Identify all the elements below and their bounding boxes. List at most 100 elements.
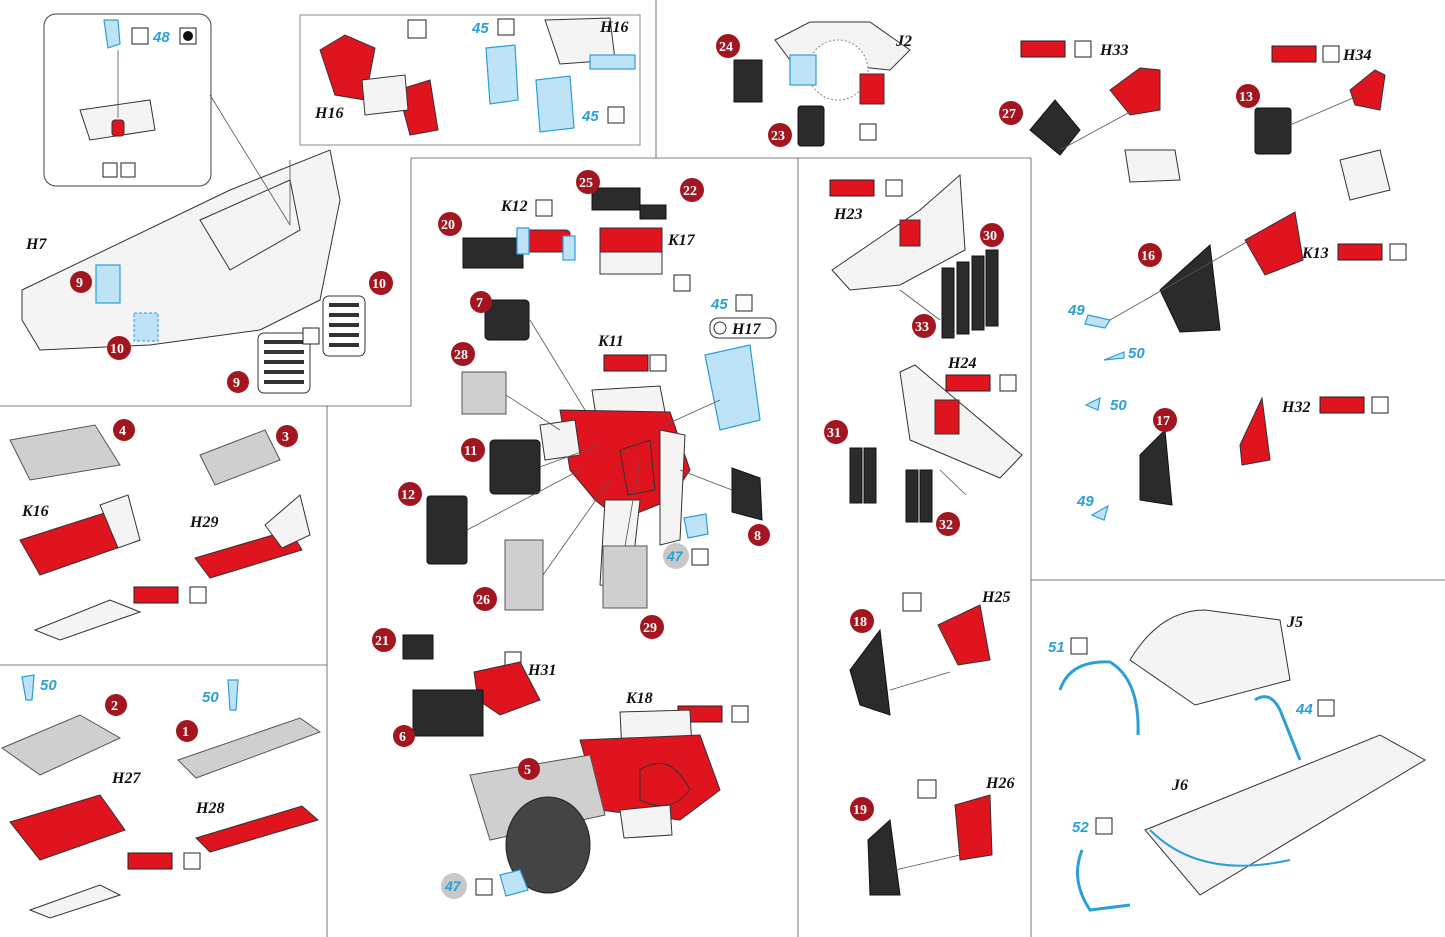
part-label: H32 <box>1281 399 1310 416</box>
pe-49-part <box>1084 314 1111 329</box>
k11-side-right <box>659 429 686 546</box>
svg-text:27: 27 <box>1002 107 1016 122</box>
part-label: H27 <box>111 770 141 787</box>
j6-clear-edge <box>1149 829 1291 867</box>
paint-swatch-icon <box>1337 243 1383 261</box>
checkmark-box-icon <box>1095 817 1113 835</box>
j2-red-panel <box>859 73 885 105</box>
svg-text:19: 19 <box>853 803 867 818</box>
k11-red-inner <box>619 439 656 496</box>
pe-50-part-2 <box>1084 396 1101 411</box>
hatch-box-icon <box>183 852 201 870</box>
paint-swatch-icon <box>945 374 991 392</box>
part-label: H7 <box>25 236 47 253</box>
part-label: J6 <box>1171 777 1188 794</box>
decal-27 <box>1029 99 1081 156</box>
hatch-box-icon <box>731 705 749 723</box>
h29-console <box>264 494 311 549</box>
pe-47-handle-2 <box>499 869 529 897</box>
badge-6: 6 <box>393 725 415 747</box>
h17-clear-part <box>704 344 761 431</box>
hatch-box-icon <box>1074 40 1092 58</box>
tub-bulkhead <box>199 179 301 271</box>
checkmark-box-icon <box>607 106 625 124</box>
part-label: H24 <box>947 355 976 372</box>
svg-text:10: 10 <box>372 277 386 292</box>
checkmark-box-icon <box>691 548 709 566</box>
panel-h25-h26: H25 H26 <box>849 589 1014 896</box>
decal-33 <box>941 249 999 339</box>
badge-16: 16 <box>1138 243 1162 267</box>
pe-number: 51 <box>1048 639 1065 656</box>
badge-30: 30 <box>980 223 1004 247</box>
step-badges: 1 2 3 4 5 6 7 8 9 9 10 10 11 12 13 16 17… <box>70 34 1260 821</box>
paint-swatch-icon <box>1271 45 1317 63</box>
svg-text:28: 28 <box>454 348 468 363</box>
pe-number: 48 <box>152 29 170 46</box>
h23-rail <box>831 173 966 291</box>
hatch-box-icon <box>885 179 903 197</box>
svg-text:1: 1 <box>182 725 189 740</box>
paint-swatch-icon <box>133 586 179 604</box>
svg-text:18: 18 <box>853 615 867 630</box>
part-label: H31 <box>527 662 556 679</box>
checkmark-box-icon <box>1317 699 1335 717</box>
parallelogram-box-icon <box>407 19 427 39</box>
svg-text:3: 3 <box>282 430 289 445</box>
badge-10b: 10 <box>107 336 131 360</box>
hatch-box-icon <box>859 123 877 141</box>
decal-8 <box>731 467 763 521</box>
decal-19 <box>867 818 901 896</box>
decal-13 <box>1254 107 1292 155</box>
badge-4: 4 <box>113 419 135 441</box>
part-label: K11 <box>597 333 624 350</box>
pe-fret-9 <box>257 332 311 394</box>
decal-16 <box>1159 243 1221 333</box>
panel-k13-h32: K13 49 50 H32 50 49 <box>1067 211 1407 521</box>
pe-number: 44 <box>1295 701 1313 718</box>
svg-text:21: 21 <box>375 634 389 649</box>
pe-47-handle <box>683 513 709 539</box>
pe-50-part-4 <box>227 679 239 711</box>
badge-20: 20 <box>438 212 462 236</box>
h24-red-panel <box>934 399 960 435</box>
pe-number: 50 <box>202 689 219 706</box>
parallelogram-box-icon <box>120 162 136 178</box>
hatch-box-icon <box>917 779 937 799</box>
decal-12 <box>426 495 468 565</box>
part-label: H16 <box>314 105 343 122</box>
h25-red-panel <box>937 604 991 666</box>
paint-swatch-icon <box>603 354 649 372</box>
pe-44-frame <box>1254 695 1302 761</box>
yin-yang-glyph <box>183 31 193 41</box>
svg-text:11: 11 <box>464 444 477 459</box>
decal-5-dial <box>505 796 591 894</box>
decal-2 <box>0 714 122 776</box>
blue-strap <box>589 54 636 70</box>
pe-number: 47 <box>666 548 684 564</box>
seat-frame <box>361 74 409 116</box>
badge-5: 5 <box>518 758 540 780</box>
yin-yang-icon <box>302 327 320 345</box>
pe-49-part-2 <box>1090 504 1109 521</box>
badge-9b: 9 <box>227 371 249 393</box>
detail-inset <box>43 13 212 187</box>
paint-swatch-icon <box>127 852 173 870</box>
k12-clear-2 <box>562 235 576 261</box>
badge-33: 33 <box>912 314 936 338</box>
panel-h33: H33 <box>1020 40 1181 183</box>
badge-13: 13 <box>1236 84 1260 108</box>
panel-k16-h29: K16 H29 <box>9 424 311 641</box>
badge-31: 31 <box>824 420 848 444</box>
decal-32 <box>905 469 933 523</box>
badge-1: 1 <box>176 720 198 742</box>
badge-17: 17 <box>1153 408 1177 432</box>
part-label: H28 <box>195 800 224 817</box>
svg-text:26: 26 <box>476 593 490 608</box>
decal-20 <box>462 237 524 269</box>
svg-text:9: 9 <box>233 376 240 391</box>
hatch-box-icon <box>673 274 691 292</box>
badge-27: 27 <box>999 101 1023 125</box>
h26-red-panel <box>954 794 993 861</box>
